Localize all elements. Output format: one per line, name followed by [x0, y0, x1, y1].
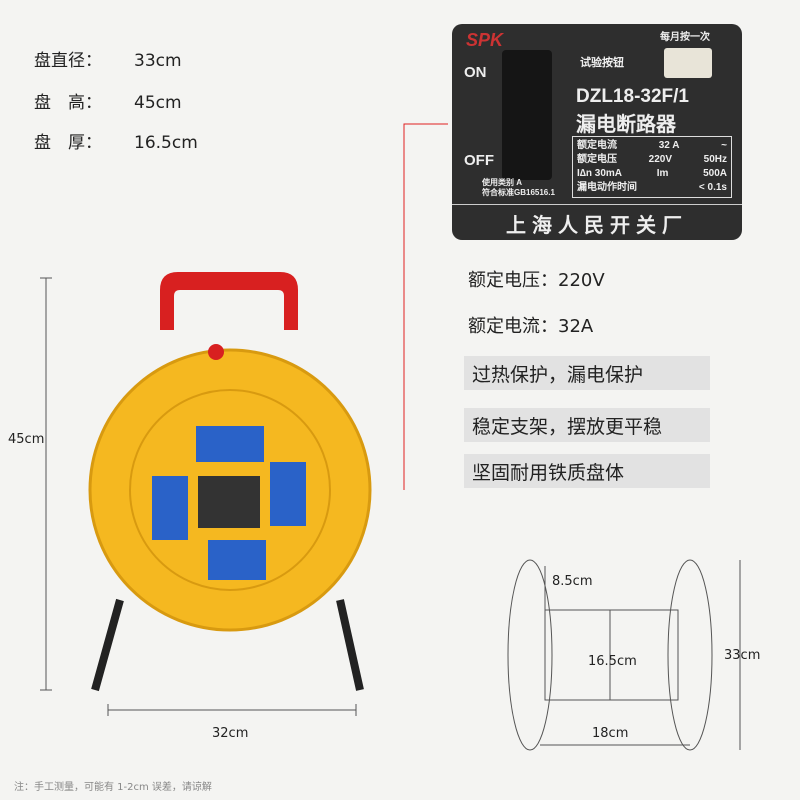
rating-label: 额定电压：	[468, 270, 558, 291]
standard: 符合标准GB16516.1	[482, 188, 555, 197]
spec-value: 16.5cm	[134, 133, 198, 153]
rating-label: 额定电流：	[468, 316, 558, 337]
spool-core	[544, 609, 679, 701]
callout-line	[403, 123, 448, 490]
spec-thickness: 盘 厚： 16.5cm	[34, 128, 198, 153]
reel-stand	[91, 598, 364, 692]
rating-value: 32A	[558, 316, 594, 337]
cell: 漏电动作时间	[577, 182, 637, 193]
side-diameter-label: 33cm	[724, 648, 761, 663]
breaker-closeup: SPK ON OFF 每月按一次 试验按钮 DZL18-32F/1 漏电断路器 …	[452, 24, 742, 240]
measurement-note: 注：手工测量，可能有 1-2cm 误差，请谅解	[14, 782, 212, 793]
spool-right-flange	[667, 559, 713, 751]
spec-label: 盘 厚：	[34, 133, 102, 153]
spec-height: 盘 高： 45cm	[34, 88, 182, 113]
maker-label: 上海人民开关厂	[452, 204, 742, 238]
cell: 500A	[703, 168, 727, 179]
feature-stand: 稳定支架，摆放更平稳	[464, 408, 710, 442]
category: 使用类别 A	[482, 178, 522, 187]
on-label: ON	[464, 64, 487, 81]
cell: 额定电流	[577, 140, 617, 151]
spool-left-flange	[507, 559, 553, 751]
cell: < 0.1s	[698, 182, 727, 193]
breaker-name: 漏电断路器	[576, 114, 676, 136]
spec-label: 盘直径：	[34, 51, 102, 71]
brand-logo: SPK	[466, 30, 504, 50]
test-button	[664, 48, 712, 78]
side-mid-label: 16.5cm	[588, 654, 637, 669]
cell: I∆n 30mA	[577, 168, 623, 179]
socket-bottom	[208, 540, 266, 580]
rating-current: 额定电流：32A	[468, 312, 593, 338]
spec-diameter: 盘直径： 33cm	[34, 46, 182, 71]
socket-left	[152, 476, 188, 540]
side-width-label: 18cm	[592, 726, 629, 741]
width-dim-label: 32cm	[212, 726, 249, 741]
height-dim-label: 45cm	[8, 432, 45, 447]
rating-value: 220V	[558, 270, 605, 291]
cell: 32 A	[658, 140, 680, 151]
test-label: 试验按钮	[580, 57, 624, 69]
rating-table: 额定电流 32 A ~ 额定电压 220V 50Hz I∆n 30mA Im 500A 漏电…	[572, 136, 732, 198]
cell: 220V	[648, 154, 672, 165]
model-label: DZL18-32F/1	[576, 86, 689, 107]
rating-voltage: 额定电压：220V	[468, 266, 605, 292]
breaker-switch	[502, 50, 552, 180]
feature-protection: 过热保护，漏电保护	[464, 356, 710, 390]
spec-value: 45cm	[134, 93, 182, 113]
monthly-label: 每月按一次	[660, 32, 710, 43]
off-label: OFF	[464, 152, 494, 169]
socket-right	[270, 462, 306, 526]
socket-top	[196, 426, 264, 462]
cell: ~	[721, 140, 727, 151]
side-top-label: 8.5cm	[552, 574, 593, 589]
reel-breaker	[198, 476, 260, 528]
cell: Im	[656, 168, 669, 179]
spec-value: 33cm	[134, 51, 182, 71]
spec-label: 盘 高：	[34, 93, 102, 113]
reel-handle	[160, 272, 298, 330]
cell: 额定电压	[577, 154, 617, 165]
feature-body: 坚固耐用铁质盘体	[464, 454, 710, 488]
cell: 50Hz	[703, 154, 727, 165]
